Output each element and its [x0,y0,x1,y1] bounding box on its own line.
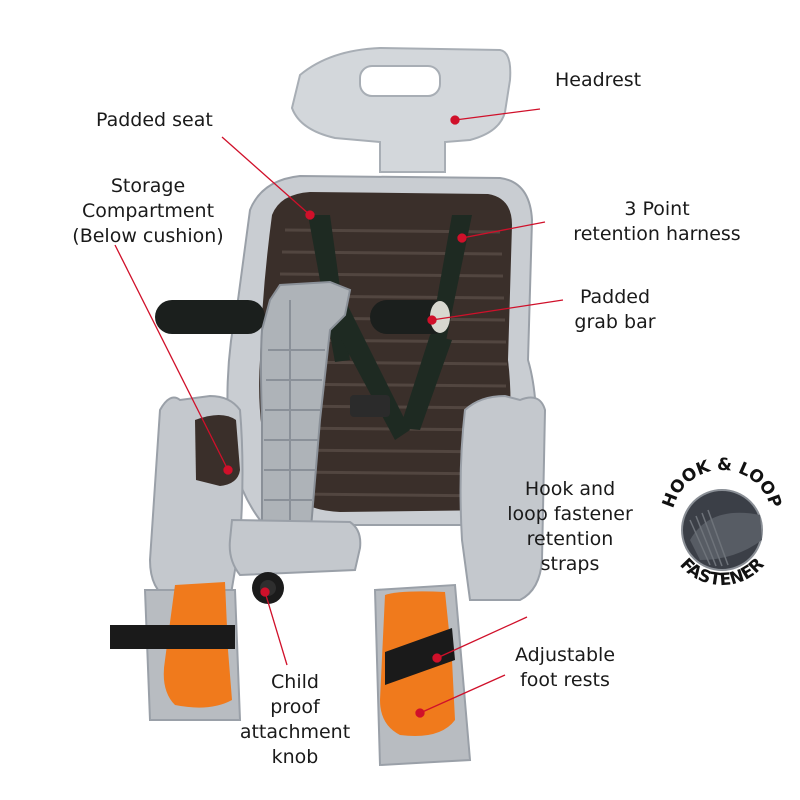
label-line: loop fastener [507,503,633,525]
headrest-shape [290,46,512,173]
label-line: proof [270,696,320,718]
label-line: Compartment [81,200,215,222]
label-line: Adjustable [514,644,616,666]
label-storage-compartment: Storage Compartment (Below cushion) [58,174,238,249]
label-padded-seat: Padded seat [96,108,213,133]
label-line: Padded [579,286,651,308]
hook-loop-badge: HOOK & LOOP FASTENER [659,455,786,591]
leader-lines [114,108,564,718]
label-line: Headrest [555,69,642,91]
label-line: grab bar [574,311,656,333]
label-line: knob [271,746,319,768]
label-line: Storage [110,175,186,197]
label-line: straps [540,553,600,575]
label-line: attachment [239,721,351,743]
side-wings [148,394,547,601]
left-foot-rest [110,582,242,721]
label-line: retention harness [573,223,741,245]
label-line: Hook and [524,478,616,500]
label-harness: 3 Point retention harness [562,197,752,247]
right-foot-rest [373,583,472,767]
label-foot-rests: Adjustable foot rests [500,643,630,693]
grab-bar-shape [155,300,450,334]
label-line: foot rests [520,669,610,691]
label-line: retention [526,528,614,550]
front-column [228,280,362,604]
label-grab-bar: Padded grab bar [560,285,670,335]
label-headrest: Headrest [555,68,641,93]
label-knob: Child proof attachment knob [230,670,360,770]
label-line: Padded seat [96,109,213,131]
label-line: 3 Point [624,198,690,220]
label-line: Child [271,671,319,693]
label-line: (Below cushion) [72,225,224,247]
label-hook-loop-straps: Hook and loop fastener retention straps [500,477,640,577]
